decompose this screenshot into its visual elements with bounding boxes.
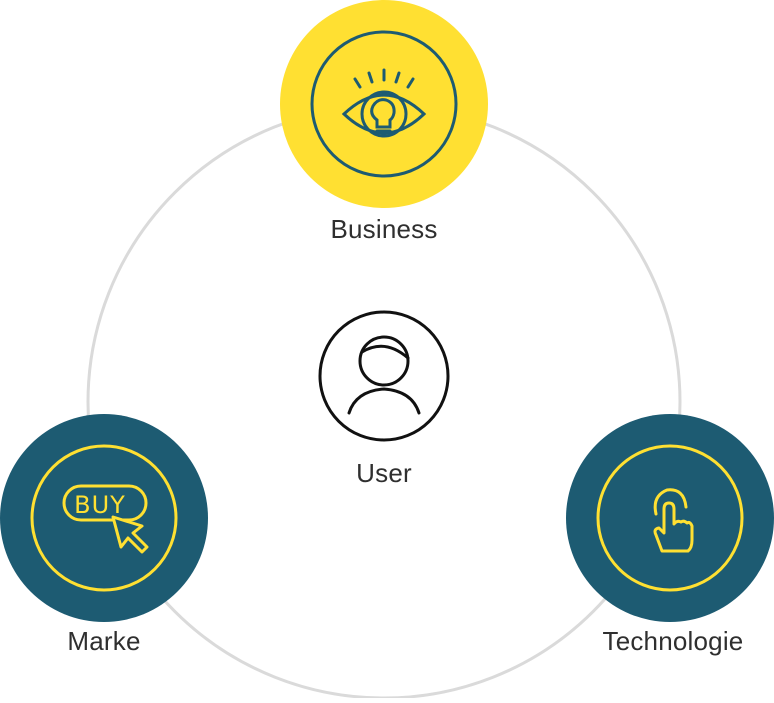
technologie-label: Technologie	[602, 626, 744, 656]
eye-lightbulb-icon	[341, 68, 427, 138]
user-icon	[347, 335, 421, 415]
marke-node: BUY	[0, 414, 208, 622]
business-label: Business	[330, 214, 438, 244]
user-label: User	[356, 458, 412, 488]
buy-icon-text: BUY	[74, 491, 126, 519]
business-node	[280, 0, 488, 208]
technologie-node	[566, 414, 774, 622]
marke-label: Marke	[67, 626, 141, 656]
buy-cursor-icon: BUY	[62, 484, 149, 554]
touch-finger-icon	[653, 488, 694, 553]
user-node	[318, 310, 450, 442]
